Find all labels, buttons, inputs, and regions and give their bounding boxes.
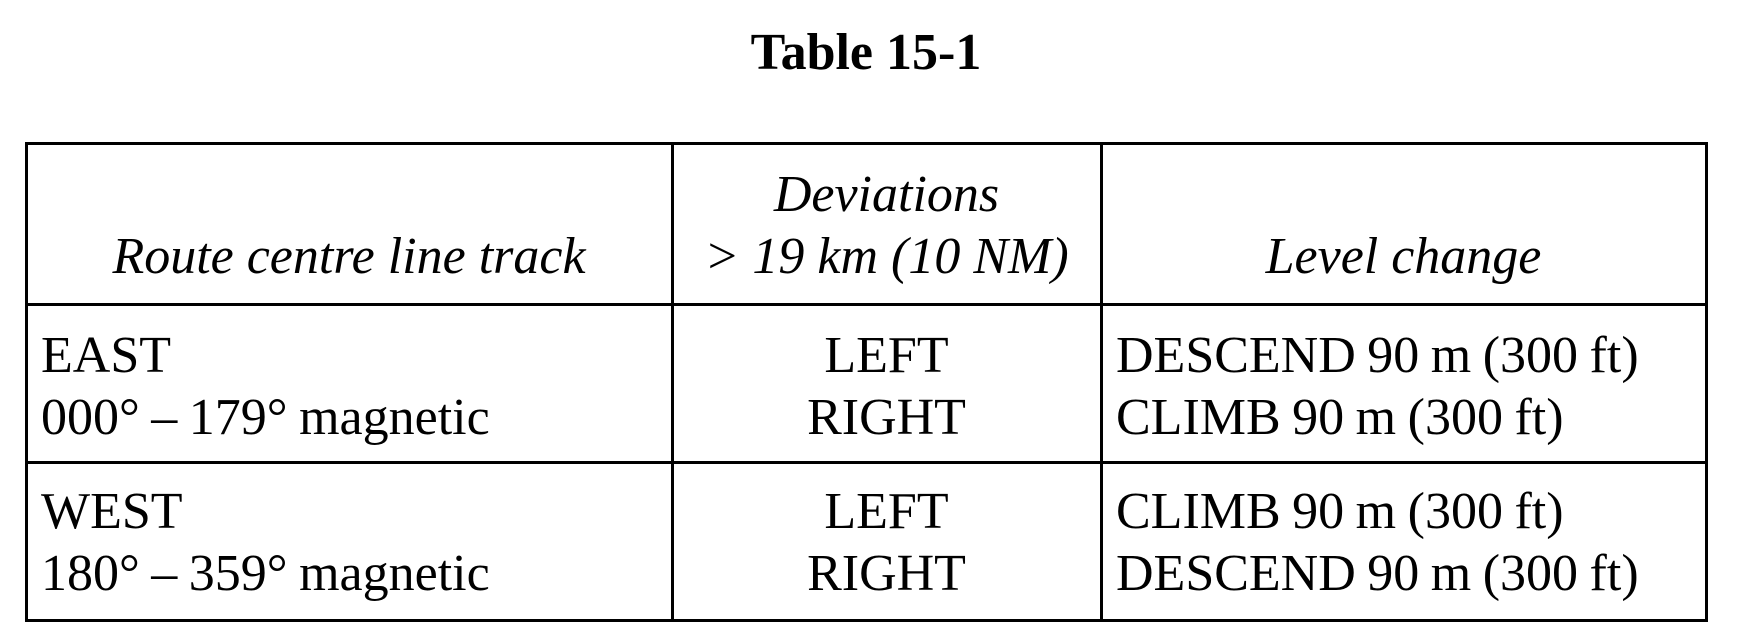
cell-line: CLIMB 90 m (300 ft) bbox=[1116, 482, 1564, 540]
cell-line: EAST bbox=[41, 326, 171, 384]
cell-west-level-change: CLIMB 90 m (300 ft) DESCEND 90 m (300 ft… bbox=[1099, 461, 1708, 622]
level-change-table: Route centre line track Deviations > 19 … bbox=[24, 142, 1708, 622]
cell-line: LEFT bbox=[824, 482, 949, 540]
cell-line: LEFT bbox=[824, 326, 949, 384]
header-level-change: Level change bbox=[1099, 142, 1708, 306]
table-row-east: EAST 000° – 179° magnetic LEFT RIGHT DES… bbox=[24, 302, 1708, 465]
cell-line: RIGHT bbox=[807, 544, 966, 602]
cell-line: 180° – 359° magnetic bbox=[41, 544, 490, 602]
cell-line: 000° – 179° magnetic bbox=[41, 388, 490, 446]
cell-east-deviation: LEFT RIGHT bbox=[670, 302, 1103, 465]
header-deviations: Deviations > 19 km (10 NM) bbox=[670, 142, 1103, 306]
cell-line: DESCEND 90 m (300 ft) bbox=[1116, 326, 1639, 384]
cell-east-track: EAST 000° – 179° magnetic bbox=[24, 302, 674, 465]
header-line: > 19 km (10 NM) bbox=[704, 228, 1069, 286]
cell-line: DESCEND 90 m (300 ft) bbox=[1116, 544, 1639, 602]
header-line: Deviations bbox=[773, 166, 1000, 224]
header-line: Route centre line track bbox=[112, 228, 586, 286]
cell-line: RIGHT bbox=[807, 388, 966, 446]
table-row-west: WEST 180° – 359° magnetic LEFT RIGHT CLI… bbox=[24, 461, 1708, 622]
header-line: Level change bbox=[1265, 228, 1542, 286]
cell-line: WEST bbox=[41, 482, 183, 540]
cell-east-level-change: DESCEND 90 m (300 ft) CLIMB 90 m (300 ft… bbox=[1099, 302, 1708, 465]
table-caption: Table 15-1 bbox=[750, 23, 982, 81]
table-header-row: Route centre line track Deviations > 19 … bbox=[24, 142, 1708, 306]
cell-line: CLIMB 90 m (300 ft) bbox=[1116, 388, 1564, 446]
header-route-centre-line-track: Route centre line track bbox=[24, 142, 674, 306]
cell-west-deviation: LEFT RIGHT bbox=[670, 461, 1103, 622]
cell-west-track: WEST 180° – 359° magnetic bbox=[24, 461, 674, 622]
